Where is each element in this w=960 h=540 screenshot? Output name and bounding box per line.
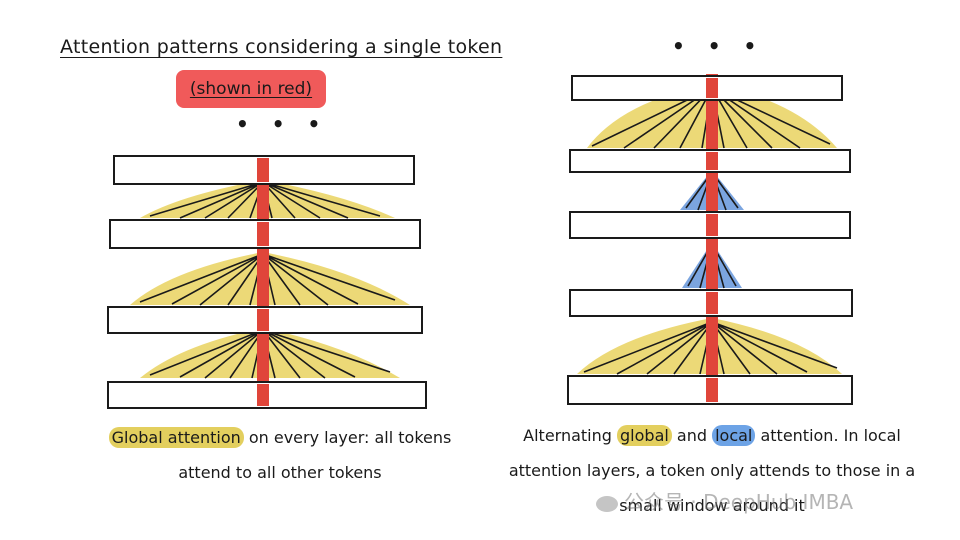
diagram-title: Attention patterns considering a single … (60, 36, 503, 58)
token-column (257, 158, 269, 408)
highlight-global-attention: Global attention (108, 427, 244, 448)
watermark: 公众号 · DeepHub IMBA (596, 486, 936, 515)
attention-cone-global (140, 328, 400, 378)
caption-part3: attention. In local (755, 426, 901, 445)
attention-cone-global (130, 252, 410, 305)
caption-line3: small window around it (619, 496, 805, 515)
alternating-attention-diagram (567, 74, 853, 405)
subtitle-badge: (shown in red) (176, 70, 326, 108)
caption-global: Global attention on every layer: all tok… (90, 420, 470, 490)
highlight-global: global (617, 425, 672, 446)
caption-alternating: Alternating global and local attention. … (478, 418, 946, 523)
ellipsis-left: • • • (236, 112, 329, 136)
caption-line2: attend to all other tokens (178, 463, 382, 482)
attention-rays (139, 181, 396, 379)
caption-part1: Alternating (523, 426, 618, 445)
highlight-local: local (712, 425, 756, 446)
caption-line1: on every layer: all tokens (243, 428, 452, 447)
caption-part2: and (671, 426, 713, 445)
caption-line2: attention layers, a token only attends t… (508, 461, 916, 480)
wechat-icon (596, 495, 618, 512)
ellipsis-right: • • • (672, 34, 765, 58)
watermark-text: 公众号 · DeepHub IMBA (624, 490, 854, 514)
global-attention-diagram (107, 155, 427, 409)
